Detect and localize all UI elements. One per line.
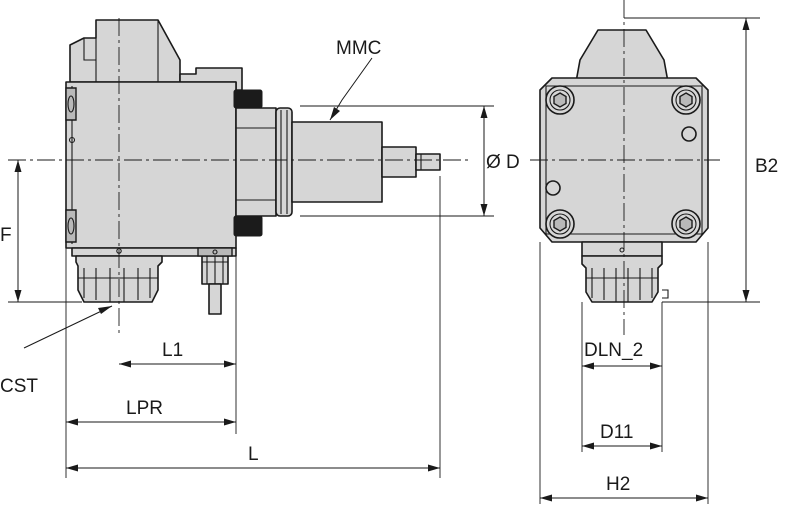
front-view-centerlines [530,0,720,335]
front-view-bolt-top-left [545,85,575,115]
label-b2: B2 [755,156,778,177]
front-view-collet-nut [581,255,663,303]
dimension-labels: MMC Ø D B2 F CST L1 LPR L DLN_2 D11 H2 [0,38,778,495]
label-dln-2: DLN_2 [584,340,643,361]
label-l: L [248,444,259,465]
label-h2: H2 [606,474,630,495]
label-mmc: MMC [336,38,381,59]
side-view-ring [275,107,293,217]
side-view [65,19,441,315]
front-view-top-knob [575,29,669,83]
front-view-bolt-top-right [671,85,701,115]
label-l1: L1 [162,340,183,361]
side-view-main-housing [65,81,237,249]
front-view-pin-hole-right [681,126,697,142]
dimensions [8,17,760,504]
front-view-bottom-plate [581,241,663,257]
front-view-bolt-bottom-right [671,209,701,239]
label-lpr: LPR [126,398,163,419]
label-diameter-d: Ø D [486,152,520,173]
label-f: F [0,225,12,246]
side-view-spindle-tip [415,153,441,171]
side-view-coolant-pipe [208,283,222,315]
side-view-centerlines [8,18,470,335]
side-view-front-flange [235,107,277,217]
label-cst: CST [0,376,38,397]
side-view-top-boss [69,19,181,83]
front-view-pin-hole-left [545,180,561,196]
side-view-spindle [291,121,383,203]
side-view-spindle-nose [381,146,417,178]
side-view-seal-lower [233,215,263,237]
side-view-seal-upper [233,89,263,109]
label-d11: D11 [600,422,633,443]
front-view-bolt-bottom-left [545,209,575,239]
